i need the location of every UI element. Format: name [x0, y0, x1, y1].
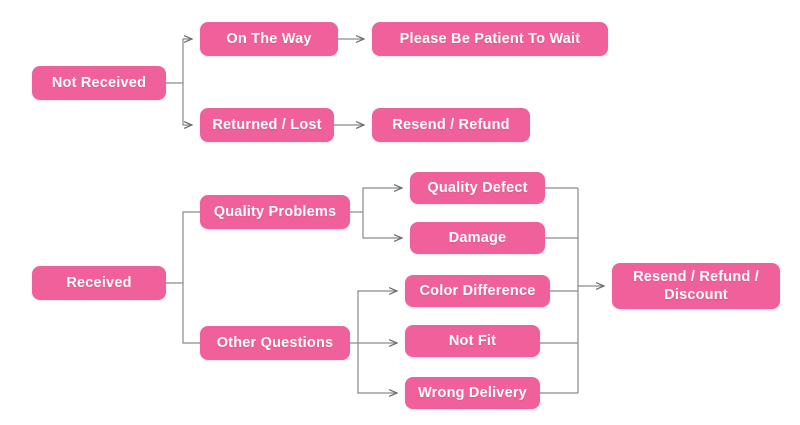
- edge-quality-problems-to-quality-defect: [362, 188, 402, 212]
- node-damage[interactable]: Damage: [410, 222, 545, 254]
- node-label: On The Way: [226, 30, 312, 47]
- node-label: Damage: [448, 229, 507, 246]
- node-not-fit[interactable]: Not Fit: [405, 325, 540, 357]
- edge-received-to-other-questions: [182, 283, 200, 344]
- edge-received-to-quality-problems: [182, 211, 200, 283]
- edge-not-received-to-returned-lost: [182, 83, 192, 125]
- node-please-be-patient-to-wait[interactable]: Please Be Patient To Wait: [372, 22, 608, 56]
- node-returned-lost[interactable]: Returned / Lost: [200, 108, 334, 142]
- edge-other-questions-to-wrong-delivery: [357, 343, 397, 393]
- node-quality-defect[interactable]: Quality Defect: [410, 172, 545, 204]
- edge-quality-problems-to-damage: [362, 212, 402, 238]
- node-on-the-way[interactable]: On The Way: [200, 22, 338, 56]
- edge-other-questions-to-color-difference: [357, 291, 397, 343]
- edge-not-received-to-on-the-way: [182, 39, 192, 83]
- node-label: Not Received: [51, 74, 147, 91]
- node-received[interactable]: Received: [32, 266, 166, 300]
- node-label: Returned / Lost: [212, 116, 322, 133]
- node-label: Please Be Patient To Wait: [399, 30, 581, 47]
- node-label: Quality Problems: [213, 203, 337, 220]
- node-quality-problems[interactable]: Quality Problems: [200, 195, 350, 229]
- node-wrong-delivery[interactable]: Wrong Delivery: [405, 377, 540, 409]
- node-other-questions[interactable]: Other Questions: [200, 326, 350, 360]
- node-label: Quality Defect: [427, 179, 528, 196]
- node-resend-refund[interactable]: Resend / Refund: [372, 108, 530, 142]
- node-resend-refund-discount[interactable]: Resend / Refund / Discount: [612, 263, 780, 309]
- node-label: Color Difference: [419, 282, 536, 299]
- node-label: Not Fit: [448, 332, 497, 349]
- node-not-received[interactable]: Not Received: [32, 66, 166, 100]
- node-label: Resend / Refund / Discount: [633, 268, 759, 303]
- node-label: Resend / Refund: [392, 116, 510, 133]
- node-label: Wrong Delivery: [418, 384, 527, 401]
- node-label: Received: [66, 274, 132, 291]
- node-color-difference[interactable]: Color Difference: [405, 275, 550, 307]
- node-label: Other Questions: [216, 334, 334, 351]
